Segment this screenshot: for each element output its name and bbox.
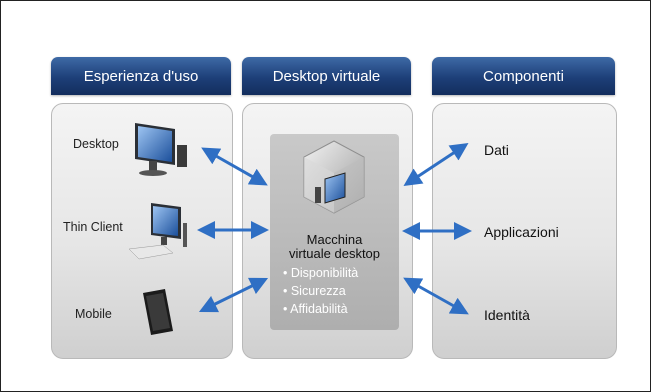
label-desktop: Desktop — [73, 137, 119, 151]
vm-title-line2: virtuale desktop — [288, 246, 381, 261]
header-esperienza: Esperienza d'uso — [51, 57, 231, 95]
arrow-mobile — [198, 277, 269, 313]
desktop-monitor-icon — [135, 123, 187, 176]
thin-client-icon — [128, 203, 187, 260]
mobile-tablet-icon — [143, 289, 173, 335]
arrow-desktop — [201, 147, 268, 186]
header-componenti: Componenti — [432, 57, 615, 95]
vm-title: Macchina virtuale desktop — [270, 233, 399, 261]
arrow-identita — [403, 277, 469, 315]
label-dati: Dati — [484, 142, 509, 158]
feature-affidabilita: • Affidabilità — [283, 302, 348, 316]
label-applicazioni: Applicazioni — [484, 224, 559, 240]
vm-title-line1: Macchina — [306, 232, 363, 247]
arrow-dati — [403, 143, 469, 186]
label-mobile: Mobile — [75, 307, 112, 321]
feature-sicurezza: • Sicurezza — [283, 284, 346, 298]
header-desktop-virtuale: Desktop virtuale — [242, 57, 411, 95]
label-identita: Identità — [484, 307, 530, 323]
label-thin-client: Thin Client — [63, 220, 123, 234]
feature-disponibilita: • Disponibilità — [283, 266, 359, 280]
virtual-machine-cube-icon — [303, 140, 365, 214]
